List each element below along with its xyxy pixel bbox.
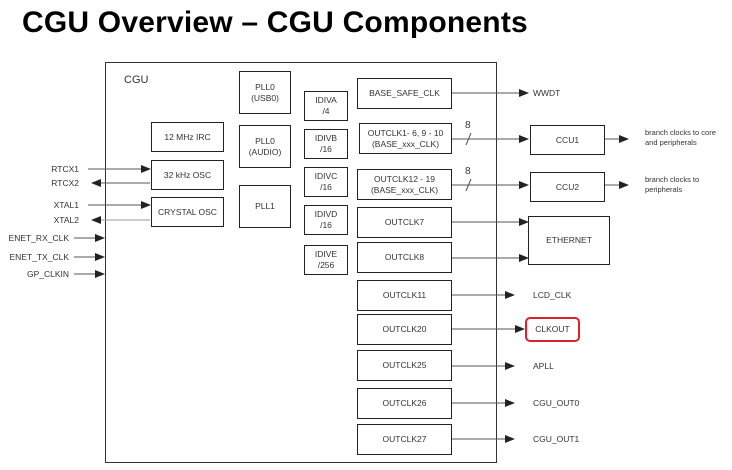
input-label-enet-rx-clk: ENET_RX_CLK xyxy=(8,233,69,243)
outclk25-block: OUTCLK25 xyxy=(357,350,452,381)
outclk27-block: OUTCLK27 xyxy=(357,424,452,455)
input-label-rtcx2: RTCX2 xyxy=(51,178,79,188)
ccu1-block: CCU1 xyxy=(530,125,605,155)
idivb-block: IDIVB /16 xyxy=(304,129,348,159)
dest-lcd-clk: LCD_CLK xyxy=(533,290,572,300)
input-label-gp-clkin: GP_CLKIN xyxy=(26,269,69,279)
outclk8-block: OUTCLK8 xyxy=(357,242,452,273)
bus-width-label-2: 8 xyxy=(465,166,471,177)
dest-apll: APLL xyxy=(533,361,554,371)
input-label-enet-tx-clk: ENET_TX_CLK xyxy=(9,252,69,262)
outclk26-block: OUTCLK26 xyxy=(357,388,452,419)
outclk20-block: OUTCLK20 xyxy=(357,314,452,345)
ethernet-block: ETHERNET xyxy=(528,216,610,265)
irc-12mhz-block: 12 MHz IRC xyxy=(151,122,224,152)
outclk11-block: OUTCLK11 xyxy=(357,280,452,311)
pll1-block: PLL1 xyxy=(239,185,291,228)
input-label-xtal1: XTAL1 xyxy=(53,200,79,210)
pll0-usb0-block: PLL0 (USB0) xyxy=(239,71,291,114)
cgu-block xyxy=(105,62,497,463)
ccu1-branch-note: branch clocks to core and peripherals xyxy=(645,128,716,147)
ccu2-branch-note: branch clocks to peripherals xyxy=(645,175,700,194)
cgu-label: CGU xyxy=(124,74,149,86)
dest-cgu-out0: CGU_OUT0 xyxy=(533,398,580,408)
outclk1-10-block: OUTCLK1- 6, 9 - 10 (BASE_xxx_CLK) xyxy=(359,123,452,154)
dest-wwdt: WWDT xyxy=(533,88,561,98)
crystal-osc-block: CRYSTAL OSC xyxy=(151,197,224,227)
idive-block: IDIVE /256 xyxy=(304,245,348,275)
idivd-block: IDIVD /16 xyxy=(304,205,348,235)
idivc-block: IDIVC /16 xyxy=(304,167,348,197)
ccu2-block: CCU2 xyxy=(530,172,605,202)
outclk12-19-block: OUTCLK12 - 19 (BASE_xxx_CLK) xyxy=(357,169,452,200)
pll0-audio-block: PLL0 (AUDIO) xyxy=(239,125,291,168)
dest-clkout-highlighted: CLKOUT xyxy=(525,317,580,342)
idiva-block: IDIVA /4 xyxy=(304,91,348,121)
osc-32khz-block: 32 kHz OSC xyxy=(151,160,224,190)
dest-cgu-out1: CGU_OUT1 xyxy=(533,434,580,444)
base-safe-clk-block: BASE_SAFE_CLK xyxy=(357,78,452,109)
page-title: CGU Overview – CGU Components xyxy=(22,6,528,39)
input-label-rtcx1: RTCX1 xyxy=(51,164,79,174)
input-label-xtal2: XTAL2 xyxy=(53,215,79,225)
outclk7-block: OUTCLK7 xyxy=(357,207,452,238)
bus-width-label-1: 8 xyxy=(465,120,471,131)
